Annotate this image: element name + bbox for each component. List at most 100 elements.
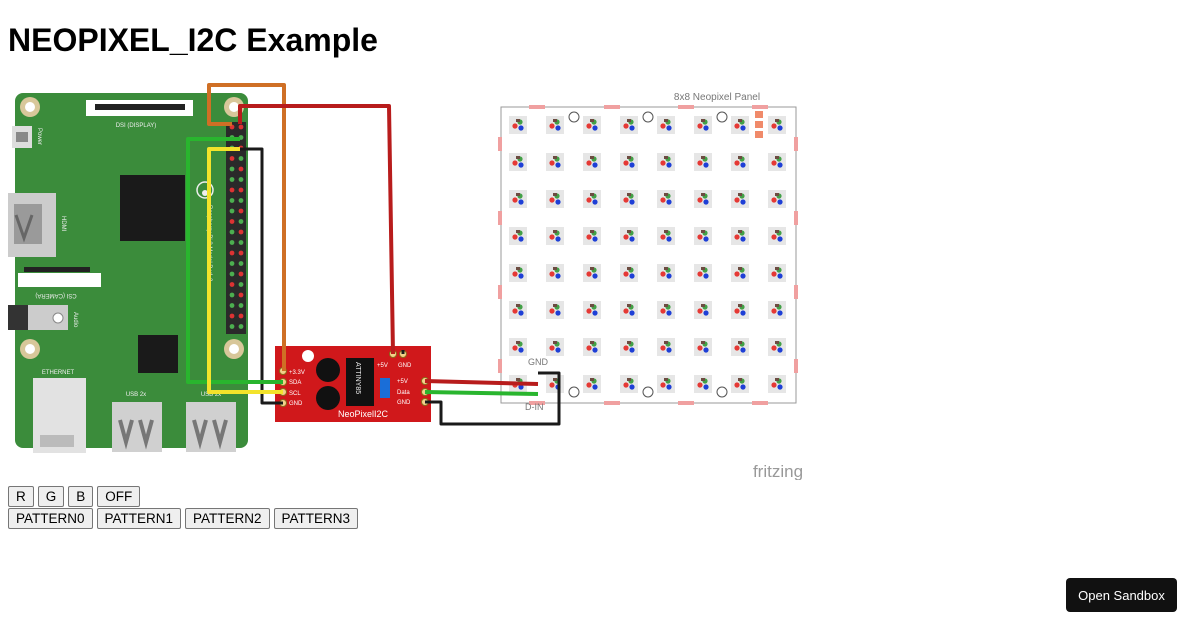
- board-chip-label: ATTINY85: [354, 362, 361, 394]
- pixel: [546, 227, 564, 245]
- fritzing-watermark: fritzing: [753, 462, 803, 480]
- board-name-label: NeoPixelI2C: [338, 409, 389, 419]
- red-button[interactable]: R: [8, 486, 34, 507]
- pixel: [509, 227, 527, 245]
- pixel: [657, 264, 675, 282]
- pixel: [731, 116, 749, 134]
- pixel: [509, 301, 527, 319]
- panel-gnd-label: GND: [528, 357, 549, 367]
- panel-din-label: D-IN: [525, 402, 544, 412]
- power-label: Power: [36, 128, 42, 145]
- wiring-diagram: DSI (DISPLAY) Power HDMI Raspberry Pi 3 …: [8, 83, 803, 480]
- pixel: [657, 338, 675, 356]
- pixel: [509, 338, 527, 356]
- pixel: [657, 227, 675, 245]
- neopixel-panel: 8x8 Neopixel Panel GND D-IN: [498, 92, 798, 412]
- pixel: [768, 264, 786, 282]
- pixel: [768, 338, 786, 356]
- pixel: [657, 190, 675, 208]
- board-pin-sda: SDA: [289, 380, 301, 386]
- pattern-button-row: PATTERN0 PATTERN1 PATTERN2 PATTERN3: [8, 508, 359, 529]
- board-pin-gnd-right: GND: [397, 400, 411, 406]
- pixel: [546, 116, 564, 134]
- wire-green-sda: [186, 137, 283, 384]
- pixel: [546, 153, 564, 171]
- pixel: [768, 116, 786, 134]
- pixel: [546, 301, 564, 319]
- green-button[interactable]: G: [37, 486, 65, 507]
- open-sandbox-button[interactable]: Open Sandbox: [1066, 578, 1177, 612]
- pixel: [620, 338, 638, 356]
- panel-edge-tabs: [498, 105, 798, 405]
- dsi-label: DSI (DISPLAY): [116, 123, 157, 129]
- board-pin-scl: SCL: [289, 391, 301, 397]
- color-button-row: R G B OFF: [8, 486, 141, 507]
- wire-red-5v-top: [238, 104, 395, 355]
- board-pin-data: Data: [397, 390, 410, 396]
- pixel: [546, 338, 564, 356]
- pixel: [768, 301, 786, 319]
- pixel: [583, 264, 601, 282]
- pixel: [620, 264, 638, 282]
- pixel: [583, 227, 601, 245]
- pixel: [731, 153, 749, 171]
- panel-title: 8x8 Neopixel Panel: [674, 92, 760, 103]
- neopixel-i2c-board: ATTINY85 NeoPixelI2C +3.3V SDA SCL GND +…: [275, 346, 431, 422]
- pixel: [657, 116, 675, 134]
- pixel: [509, 153, 527, 171]
- pixel: [546, 190, 564, 208]
- pixel: [694, 375, 712, 393]
- pixel: [694, 264, 712, 282]
- pattern1-button[interactable]: PATTERN1: [96, 508, 182, 529]
- pixel: [731, 375, 749, 393]
- audio-label: Audio: [72, 312, 78, 328]
- pixel: [583, 338, 601, 356]
- pixel: [509, 116, 527, 134]
- page-title: NEOPIXEL_I2C Example: [8, 22, 378, 58]
- pixel: [583, 190, 601, 208]
- pixel: [731, 264, 749, 282]
- board-pin-3v3: +3.3V: [289, 370, 305, 376]
- wire-black-gnd-panel: [425, 371, 561, 426]
- pixel: [731, 338, 749, 356]
- blue-button[interactable]: B: [68, 486, 94, 507]
- wires: [186, 83, 561, 426]
- wire-red-5v-panel: [424, 379, 539, 386]
- board-pin-5v-right: +5V: [397, 379, 408, 385]
- pixel: [768, 375, 786, 393]
- ethernet-label: ETHERNET: [42, 370, 75, 376]
- pixel: [583, 153, 601, 171]
- off-button[interactable]: OFF: [97, 486, 141, 507]
- pixel: [657, 301, 675, 319]
- pixel: [620, 227, 638, 245]
- gpio-header: [226, 122, 246, 334]
- pixel-grid: [509, 116, 786, 393]
- pixel: [620, 190, 638, 208]
- wire-green-data: [424, 390, 539, 396]
- pixel: [509, 264, 527, 282]
- pixel: [546, 264, 564, 282]
- pattern2-button[interactable]: PATTERN2: [185, 508, 270, 529]
- usb-left-label: USB 2x: [126, 392, 146, 398]
- pixel: [731, 301, 749, 319]
- pattern0-button[interactable]: PATTERN0: [8, 508, 93, 529]
- pixel: [583, 301, 601, 319]
- board-pin-gnd-left: GND: [289, 401, 303, 407]
- wire-black-gnd: [240, 147, 283, 405]
- csi-label: CSI (CAMERA): [35, 292, 76, 298]
- hdmi-label: HDMI: [60, 216, 66, 232]
- pixel: [694, 153, 712, 171]
- pixel: [620, 153, 638, 171]
- wire-orange-3v3: [207, 83, 286, 371]
- usb-right-label: USB 2x: [201, 392, 221, 398]
- pixel: [657, 153, 675, 171]
- pixel: [694, 116, 712, 134]
- pixel: [768, 153, 786, 171]
- pixel: [731, 227, 749, 245]
- pixel: [694, 227, 712, 245]
- pixel: [768, 190, 786, 208]
- pixel: [583, 116, 601, 134]
- board-pin-5v-top: +5V: [377, 363, 388, 369]
- pattern3-button[interactable]: PATTERN3: [273, 508, 359, 529]
- pixel: [620, 375, 638, 393]
